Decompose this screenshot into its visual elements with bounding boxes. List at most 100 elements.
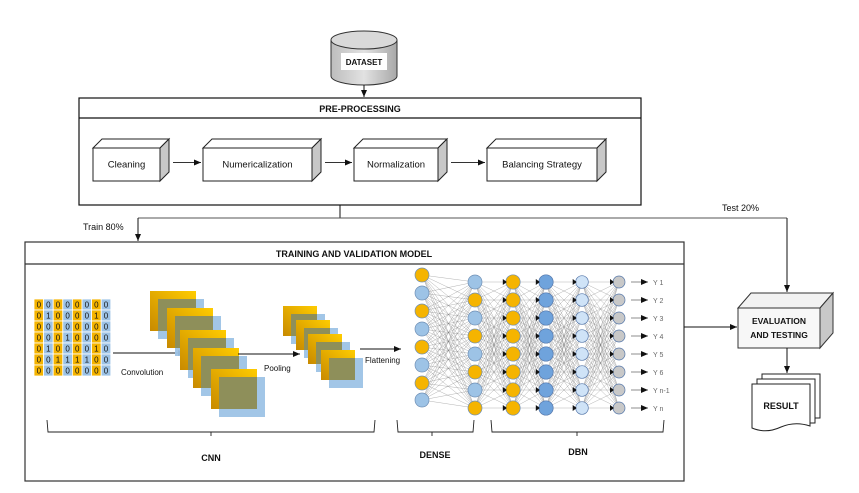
matrix-cell: 0 — [33, 320, 45, 333]
matrix-cell: 0 — [81, 298, 93, 311]
matrix-value: 0 — [37, 312, 42, 321]
matrix-cell: 0 — [62, 320, 73, 333]
evaluation-box: EVALUATION AND TESTING — [736, 291, 835, 350]
matrix-value: 1 — [75, 356, 80, 365]
matrix-cell: 1 — [91, 342, 102, 355]
matrix-cell: 0 — [72, 331, 83, 344]
connection — [581, 389, 620, 409]
connection — [581, 335, 620, 409]
connection — [421, 371, 476, 384]
cnn-brace — [46, 419, 376, 436]
neuron — [505, 310, 521, 326]
neuron — [467, 274, 483, 290]
connection — [581, 281, 620, 337]
input-arrow-icon — [572, 279, 577, 285]
connection — [421, 281, 476, 312]
matrix-value: 0 — [85, 301, 90, 310]
neuron — [414, 321, 430, 337]
matrix-value: 0 — [94, 323, 99, 332]
connection — [581, 281, 620, 355]
matrix-value: 0 — [46, 367, 51, 376]
matrix-cell: 1 — [52, 353, 64, 366]
matrix-cell: 0 — [72, 298, 83, 311]
matrix-value: 0 — [56, 312, 61, 321]
connection — [421, 281, 476, 294]
matrix-value: 1 — [46, 345, 51, 354]
preprocessing-step-1: Cleaning — [91, 137, 171, 183]
neuron — [575, 401, 589, 415]
neuron — [538, 292, 554, 308]
matrix-cell: 0 — [52, 364, 64, 377]
matrix-cell: 0 — [72, 320, 83, 333]
neuron — [505, 328, 521, 344]
connection — [512, 281, 547, 355]
matrix-value: 0 — [37, 323, 42, 332]
connection — [421, 281, 476, 330]
matrix-value: 0 — [104, 301, 109, 310]
matrix-cell: 0 — [81, 331, 93, 344]
matrix-cell: 0 — [62, 364, 73, 377]
neuron — [575, 329, 589, 343]
connection — [474, 371, 514, 409]
matrix-cell: 0 — [81, 342, 93, 355]
matrix-value: 0 — [75, 367, 80, 376]
section-braces — [46, 419, 665, 436]
output-label: Y 2 — [653, 298, 663, 305]
matrix-value: 0 — [46, 334, 51, 343]
neuron — [505, 274, 521, 290]
matrix-value: 0 — [104, 334, 109, 343]
matrix-cell: 0 — [43, 320, 54, 333]
matrix-cell: 0 — [43, 364, 54, 377]
input-arrow-icon — [572, 351, 577, 357]
evaluation-label-line1: EVALUATION — [752, 316, 806, 326]
neuron — [467, 364, 483, 380]
input-arrow-icon — [535, 387, 540, 393]
preprocessing-step-label: Balancing Strategy — [502, 160, 582, 171]
matrix-cell: 0 — [33, 298, 45, 311]
input-arrow-icon — [502, 279, 507, 285]
input-arrow-icon — [535, 369, 540, 375]
input-arrow-icon — [572, 315, 577, 321]
connection — [512, 353, 547, 409]
neuron — [612, 311, 626, 325]
connection — [421, 399, 476, 409]
matrix-value: 1 — [65, 334, 70, 343]
connection — [581, 371, 620, 409]
neuron — [538, 328, 554, 344]
matrix-value: 1 — [94, 312, 99, 321]
matrix-value: 1 — [85, 356, 90, 365]
neuron — [467, 310, 483, 326]
evaluation-label-line2: AND TESTING — [750, 330, 808, 340]
preprocessing-title: PRE-PROCESSING — [319, 104, 401, 114]
matrix-cell: 0 — [33, 331, 45, 344]
matrix-cell: 0 — [52, 309, 64, 322]
input-arrow-icon — [610, 351, 614, 357]
dataset-cylinder: DATASET — [330, 30, 398, 86]
dense-section-label: DENSE — [419, 450, 450, 460]
matrix-value: 1 — [56, 356, 61, 365]
neuron — [612, 401, 626, 415]
input-arrow-icon — [610, 387, 614, 393]
matrix-value: 0 — [75, 312, 80, 321]
input-arrow-icon — [535, 315, 540, 321]
neuron — [538, 364, 554, 380]
neuron — [505, 400, 521, 416]
matrix-cell: 1 — [62, 353, 73, 366]
connection — [421, 389, 476, 401]
preprocessing-step-label: Cleaning — [108, 160, 146, 171]
matrix-value: 0 — [56, 367, 61, 376]
output-label: Y 1 — [653, 280, 663, 287]
matrix-value: 0 — [37, 345, 42, 354]
neuron — [505, 382, 521, 398]
preprocessing-step-4: Balancing Strategy — [485, 137, 608, 183]
neuron — [575, 347, 589, 361]
preprocessing-step-3: Normalization — [352, 137, 449, 183]
data-split: Train 80% Test 20% — [83, 203, 790, 292]
connection — [581, 317, 620, 409]
matrix-value: 0 — [56, 323, 61, 332]
matrix-cell: 0 — [62, 298, 73, 311]
matrix-value: 0 — [75, 334, 80, 343]
neuron — [538, 310, 554, 326]
matrix-value: 0 — [104, 323, 109, 332]
